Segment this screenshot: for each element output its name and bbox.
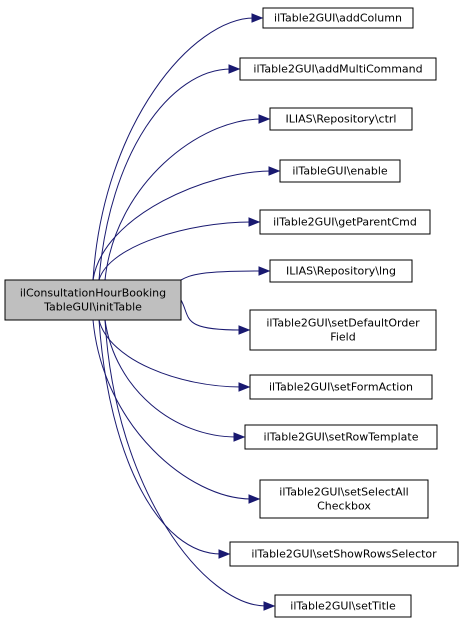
call-edge — [92, 170, 272, 281]
target-node[interactable]: ilTable2GUI\addMultiCommand — [239, 57, 437, 81]
source-node[interactable]: ilConsultationHourBookingTableGUI\initTa… — [4, 279, 182, 321]
call-edge — [180, 270, 262, 281]
target-node-label: ilTable2GUI\setTitle — [290, 600, 396, 613]
arrowhead — [263, 601, 276, 611]
target-node-box — [269, 259, 413, 283]
target-node-label: ILIAS\Repository\lng — [286, 265, 396, 278]
arrowhead — [218, 549, 231, 559]
call-edge — [104, 319, 267, 607]
call-edge — [92, 17, 255, 281]
arrowhead — [238, 325, 251, 335]
target-node-label: ilTable2GUI\setShowRowsSelector — [251, 548, 437, 561]
target-node-label: ilTable2GUI\setDefaultOrder — [266, 317, 420, 330]
target-node-box — [279, 159, 401, 183]
arrowhead — [268, 166, 281, 176]
target-node-label: ILIAS\Repository\ctrl — [286, 113, 397, 126]
target-node-label: ilTable2GUI\getParentCmd — [273, 216, 417, 229]
target-node-box — [239, 57, 437, 81]
target-node-box — [229, 541, 459, 567]
call-edge — [98, 319, 222, 555]
target-node-box — [259, 209, 431, 235]
target-node-box — [259, 479, 429, 519]
target-node[interactable]: ILIAS\Repository\lng — [269, 259, 413, 283]
arrowhead — [258, 266, 271, 276]
arrowhead — [248, 217, 261, 227]
arrowhead — [258, 114, 271, 124]
target-node[interactable]: ilTable2GUI\addColumn — [262, 7, 414, 29]
target-node-label: Field — [330, 331, 355, 344]
source-node-label: ilConsultationHourBooking — [20, 287, 166, 300]
arrowhead — [248, 494, 261, 504]
target-node-box — [269, 107, 413, 131]
target-node[interactable]: ilTable2GUI\setFormAction — [249, 374, 433, 400]
target-node[interactable]: ilTable2GUI\setShowRowsSelector — [229, 541, 459, 567]
call-edge — [104, 319, 237, 438]
arrowhead — [233, 432, 246, 442]
call-edge — [104, 118, 262, 281]
target-node-label: ilTableGUI\enable — [292, 165, 388, 178]
target-node-box — [244, 424, 438, 450]
graph-nodes: ilConsultationHourBookingTableGUI\initTa… — [4, 7, 459, 618]
call-edge — [98, 68, 232, 281]
target-node-label: ilTable2GUI\addMultiCommand — [253, 63, 422, 76]
target-node-label: ilTable2GUI\setRowTemplate — [264, 431, 419, 444]
arrowhead — [228, 64, 241, 74]
call-edge — [92, 319, 252, 500]
target-node-box — [262, 7, 414, 29]
target-node[interactable]: ILIAS\Repository\ctrl — [269, 107, 413, 131]
call-edges — [92, 13, 281, 611]
target-node-box — [274, 594, 412, 618]
target-node[interactable]: ilTable2GUI\setTitle — [274, 594, 412, 618]
target-node-box — [249, 309, 437, 351]
source-node-label: TableGUI\initTable — [43, 301, 142, 314]
target-node-label: ilTable2GUI\setFormAction — [269, 381, 413, 394]
arrowhead — [238, 382, 251, 392]
target-node[interactable]: ilTable2GUI\getParentCmd — [259, 209, 431, 235]
arrowhead — [251, 13, 264, 23]
call-edge — [180, 299, 242, 331]
call-edge — [98, 221, 252, 281]
target-node[interactable]: ilTable2GUI\setRowTemplate — [244, 424, 438, 450]
target-node-label: Checkbox — [317, 500, 371, 513]
call-edge — [98, 319, 242, 388]
target-node-box — [249, 374, 433, 400]
target-node[interactable]: ilTableGUI\enable — [279, 159, 401, 183]
target-node-label: ilTable2GUI\addColumn — [274, 12, 402, 25]
target-node-label: ilTable2GUI\setSelectAll — [279, 486, 408, 499]
source-node-box — [4, 279, 182, 321]
